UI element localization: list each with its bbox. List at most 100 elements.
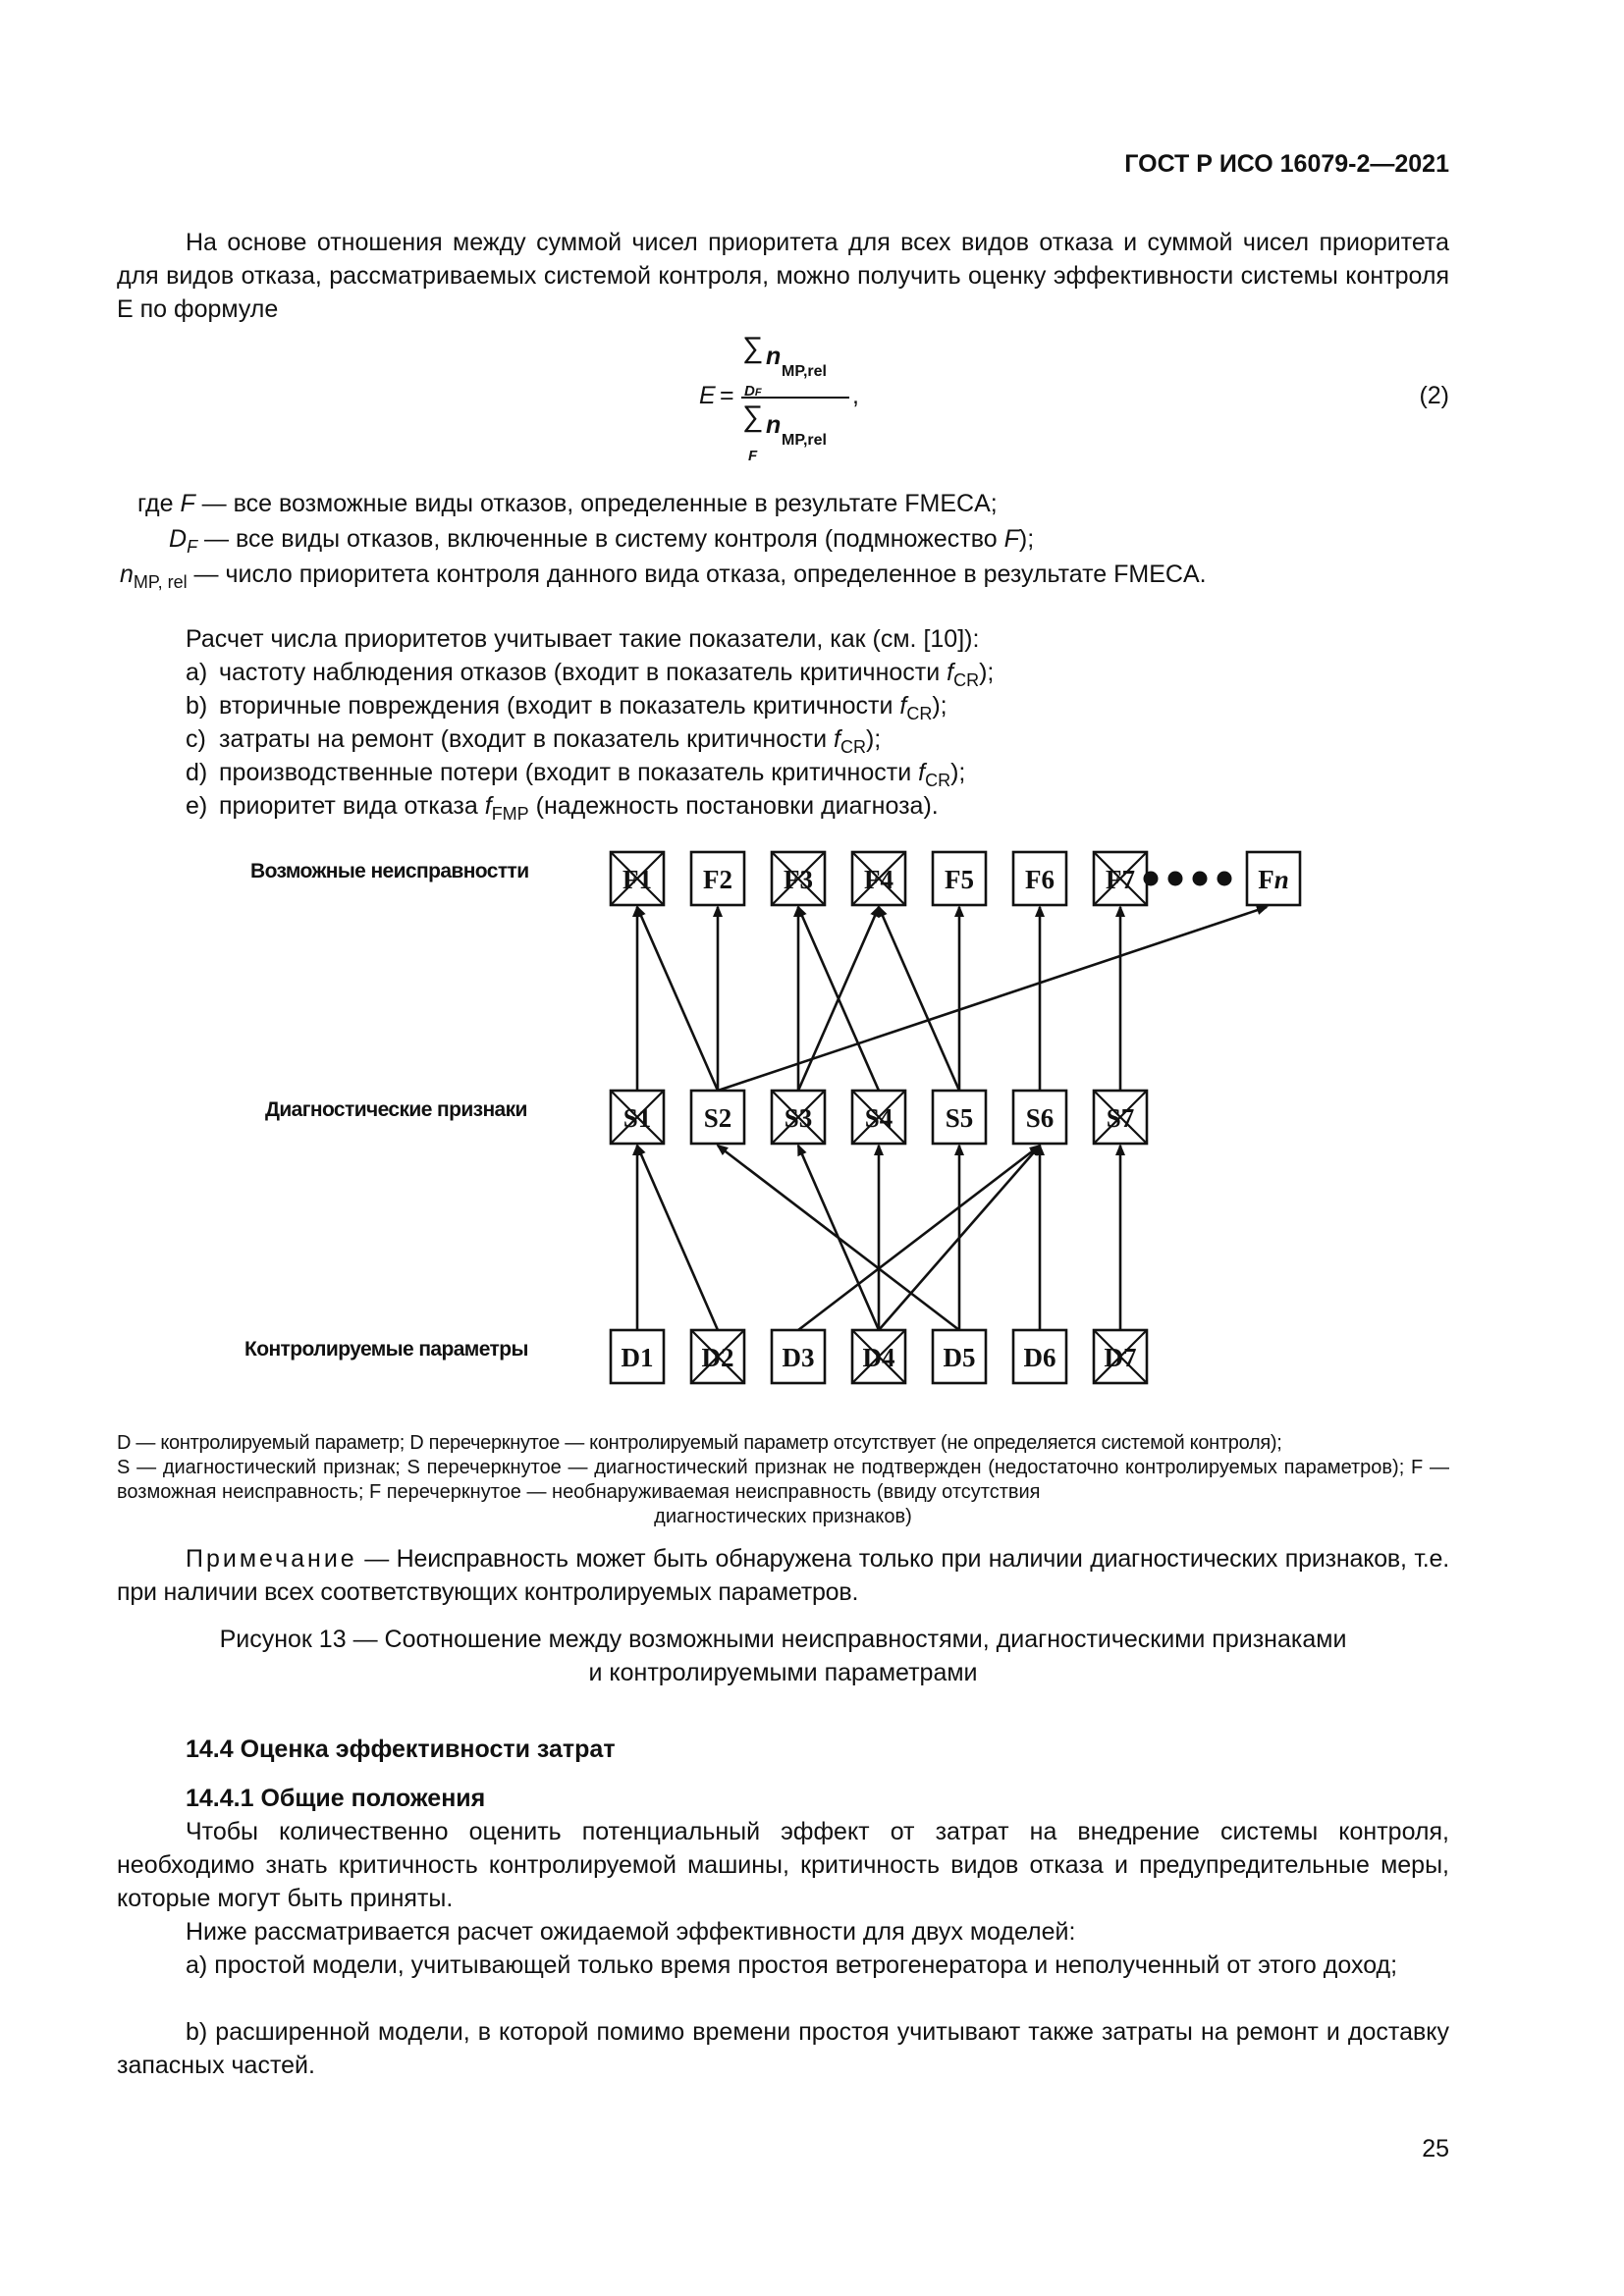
symptom-box: S3 [770, 1089, 827, 1146]
symptom-label: S2 [704, 1103, 732, 1133]
fault-box: F7 [1092, 850, 1149, 907]
fault-box: F6 [1011, 850, 1068, 907]
legend-line-3: диагностических признаков) [654, 1506, 912, 1527]
cross-line [690, 1329, 745, 1384]
relation-arrow [716, 1144, 960, 1332]
relation-arrow [717, 905, 1269, 1093]
cross-line [771, 1090, 826, 1145]
symptom-label: S3 [785, 1103, 813, 1133]
fault-label: F1 [623, 865, 652, 894]
indicator-item: a)частоту наблюдения отказов (входит в п… [186, 659, 995, 690]
num-index: DF [744, 383, 762, 400]
relation-arrow [877, 905, 961, 1092]
symptom-label: S6 [1026, 1103, 1055, 1133]
sum-symbol: ∑ [742, 332, 764, 364]
calc-intro: Расчет числа приоритетов учитывает такие… [186, 625, 980, 653]
indicator-item: b)вторичные повреждения (входит в показа… [186, 692, 947, 723]
sum-symbol: ∑ [742, 400, 764, 433]
formula-2: E = ∑ DF n MP,rel ∑ F n MP,rel , [687, 332, 903, 464]
symptom-label: S1 [623, 1103, 652, 1133]
cross-line [1093, 851, 1148, 906]
indicator-item: c)затраты на ремонт (входит в показатель… [186, 725, 882, 757]
model-item-b: b) расширенной модели, в которой помимо … [117, 2018, 1449, 2079]
parameter-label: D7 [1105, 1343, 1137, 1372]
fault-n-box: Fn [1245, 850, 1302, 907]
paragraph-2: Ниже рассматривается расчет ожидаемой эф… [186, 1918, 1076, 1946]
fault-label: F3 [784, 865, 813, 894]
fault-label: F6 [1025, 865, 1055, 894]
legend-line-2: S — диагностический признак; S перечеркн… [117, 1457, 1449, 1503]
den-n: n [766, 411, 782, 439]
document-header: ГОСТ Р ИСО 16079-2—2021 [1124, 150, 1449, 178]
formula-comma: , [852, 382, 859, 409]
symptom-box: S5 [931, 1089, 988, 1146]
fault-box: F3 [770, 850, 827, 907]
legend-line-1: D — контролируемый параметр; D перечеркн… [117, 1432, 1282, 1454]
parameter-box: D6 [1011, 1328, 1068, 1385]
figure-note: Примечание — Неисправность может быть об… [117, 1545, 1449, 1606]
parameter-box: D4 [850, 1328, 907, 1385]
definition-n: nMP, rel — число приоритета контроля дан… [120, 561, 1207, 592]
symptom-label: S4 [865, 1103, 893, 1133]
cross-line [610, 1090, 665, 1145]
symptom-box: S1 [609, 1089, 666, 1146]
fault-label: F5 [945, 865, 974, 894]
parameter-box: D7 [1092, 1328, 1149, 1385]
ellipsis-dot [1217, 871, 1232, 886]
symptom-box: S2 [689, 1089, 746, 1146]
definition-f: где F — все возможные виды отказов, опре… [137, 490, 998, 517]
subsection-title: 14.4.1 Общие положения [186, 1785, 486, 1812]
relation-arrow [635, 1144, 720, 1331]
formula-lhs: E [699, 382, 716, 409]
definition-df: DF — все виды отказов, включенные в сист… [169, 525, 1035, 557]
row-label-symptoms: Диагностические признаки [265, 1098, 527, 1121]
num-n: n [766, 343, 782, 370]
den-index: F [748, 448, 758, 464]
fault-label: F2 [703, 865, 732, 894]
symptom-label: S5 [946, 1103, 974, 1133]
fraction-bar [741, 397, 849, 399]
parameter-box: D1 [609, 1328, 666, 1385]
cross-line [610, 851, 665, 906]
section-title: 14.4 Оценка эффективности затрат [186, 1735, 616, 1763]
relation-arrow [635, 905, 720, 1092]
fault-box: F4 [850, 850, 907, 907]
page-number: 25 [1422, 2135, 1449, 2163]
parameter-label: D6 [1024, 1343, 1056, 1372]
parameter-box: D5 [931, 1328, 988, 1385]
ellipsis-dot [1192, 871, 1208, 886]
parameter-label: D3 [783, 1343, 815, 1372]
indicator-item: e)приоритет вида отказа fFMP (надежность… [186, 792, 939, 824]
fault-box: F1 [609, 850, 666, 907]
formula-equals: = [720, 382, 734, 409]
relation-arrow [797, 1144, 1042, 1332]
paragraph-1: Чтобы количественно оценить потенциальны… [117, 1818, 1449, 1912]
parameter-box: D3 [770, 1328, 827, 1385]
row-label-faults: Возможные неисправностти [250, 860, 529, 882]
figure-caption-line-1: Рисунок 13 — Соотношение между возможным… [219, 1626, 1347, 1653]
cross-line [1093, 1329, 1148, 1384]
cross-line [851, 851, 906, 906]
symptom-box: S4 [850, 1089, 907, 1146]
den-n-sub: MP,rel [782, 432, 827, 449]
fault-box: F5 [931, 850, 988, 907]
relation-arrow [796, 905, 881, 1092]
fault-label: F7 [1106, 865, 1135, 894]
indicator-item: d)производственные потери (входит в пока… [186, 759, 966, 790]
ellipsis-dot [1167, 871, 1183, 886]
cross-line [851, 1329, 906, 1384]
symptom-box: S7 [1092, 1089, 1149, 1146]
fault-box: F2 [689, 850, 746, 907]
row-label-parameters: Контролируемые параметры [244, 1338, 528, 1361]
cross-line [851, 1090, 906, 1145]
parameter-label: D1 [622, 1343, 654, 1372]
parameter-box: D2 [689, 1328, 746, 1385]
fault-label: F4 [864, 865, 893, 894]
model-item-a: a) простой модели, учитывающей только вр… [186, 1951, 1398, 1979]
symptom-label: S7 [1107, 1103, 1135, 1133]
intro-paragraph: На основе отношения между суммой чисел п… [117, 229, 1449, 323]
symptom-box: S6 [1011, 1089, 1068, 1146]
ellipsis-dot [1143, 871, 1159, 886]
num-n-sub: MP,rel [782, 363, 827, 380]
